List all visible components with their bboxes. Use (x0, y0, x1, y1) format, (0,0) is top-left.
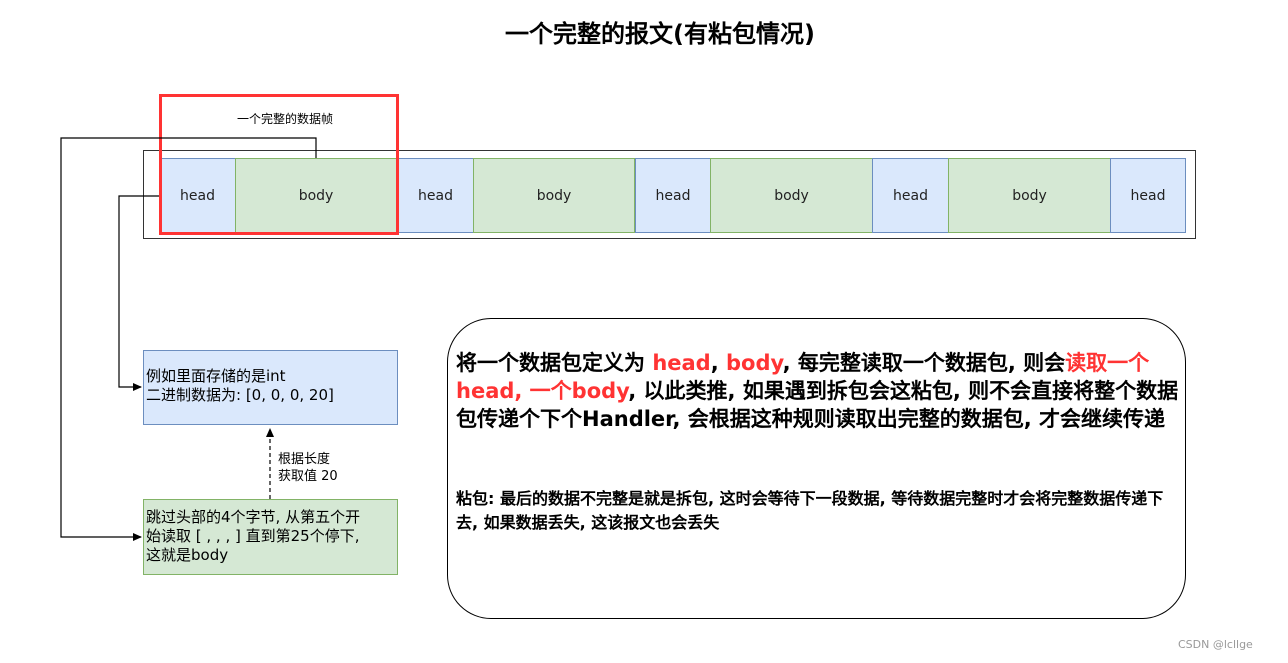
body-cell-4: body (948, 158, 1111, 233)
desc-body-keyword: body (726, 351, 783, 375)
description-box (447, 318, 1186, 619)
length-note-line-2: 获取值 20 (278, 469, 338, 484)
body-cell-1: body (235, 158, 397, 233)
description-sticky-packet: 粘包: 最后的数据不完整是就是拆包, 这时会等待下一段数据, 等待数据完整时才会… (456, 489, 1164, 532)
complete-frame-highlight (159, 94, 399, 235)
skip-line-2: 始读取 [ , , , ] 直到第25个停下, (146, 527, 360, 545)
body-cell-2: body (473, 158, 635, 233)
skip-line-3: 这就是body (146, 546, 229, 564)
desc-part-1: 将一个数据包定义为 (456, 351, 653, 375)
watermark: CSDN @lcllge (1178, 638, 1253, 651)
desc-part-7: , 以此类推, 如果遇到拆包会这粘包, 则不会直接将整个数据包传递个下个Hand… (456, 379, 1179, 431)
description-main: 将一个数据包定义为 head, body, 每完整读取一个数据包, 则会读取一个… (456, 349, 1182, 433)
complete-frame-label: 一个完整的数据帧 (236, 112, 333, 126)
head-cell-3: head (635, 158, 711, 233)
desc-part-5: , 每完整读取一个数据包, 则会 (782, 351, 1066, 375)
example-line-2: 二进制数据为: [0, 0, 0, 20] (146, 386, 334, 404)
frame-to-skip-arrow (60, 137, 317, 541)
head-to-example-arrow (118, 195, 159, 391)
desc-head-keyword: head (652, 351, 711, 375)
skip-header-box: 跳过头部的4个字节, 从第五个开 始读取 [ , , , ] 直到第25个停下,… (143, 499, 398, 575)
desc-read-rule: 读取一个head, 一个body (456, 351, 1150, 403)
length-note-line-1: 根据长度 (278, 452, 331, 467)
skip-line-1: 跳过头部的4个字节, 从第五个开 (146, 508, 361, 526)
length-note: 根据长度 获取值 20 (278, 451, 338, 485)
example-line-1: 例如里面存储的是int (146, 367, 286, 385)
diagram-title: 一个完整的报文(有粘包情况) (505, 20, 815, 48)
desc-part-3: , (710, 351, 727, 375)
head-cell-5: head (1110, 158, 1186, 233)
example-storage-box: 例如里面存储的是int 二进制数据为: [0, 0, 0, 20] (143, 350, 398, 425)
